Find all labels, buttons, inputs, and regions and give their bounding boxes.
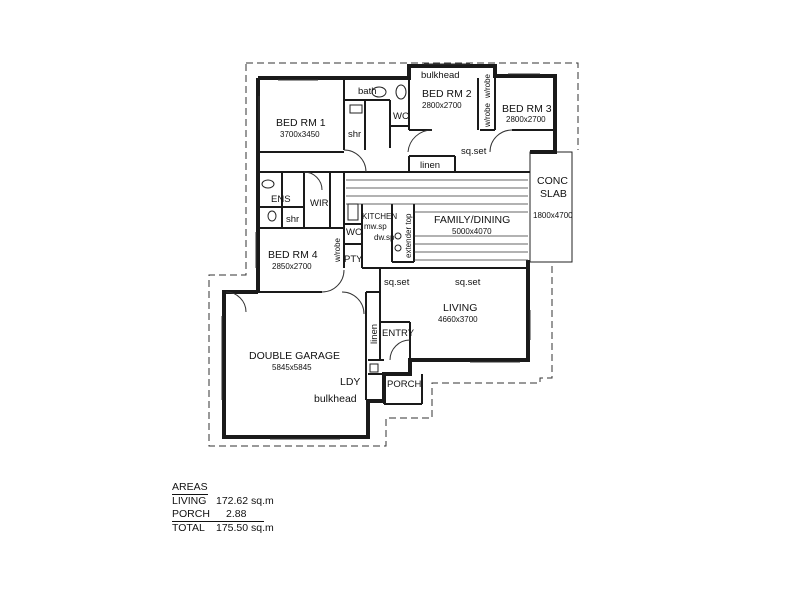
bed3-size: 2800x2700 [506, 115, 546, 124]
wir-label: WIR [310, 198, 329, 209]
wo-label: WO [346, 227, 362, 238]
sqset-living-label: sq.set [455, 277, 481, 288]
bed3-wrobe-label: w/robe [483, 102, 492, 128]
entry-label: ENTRY [382, 328, 415, 339]
sqset-garage-label: sq.set [384, 277, 410, 288]
areas-row-porch: PORCH 2.88 [172, 508, 264, 522]
areas-title: AREAS [172, 481, 208, 495]
bed1-label: BED RM 1 [276, 117, 326, 129]
windows [221, 63, 540, 440]
mwsp-label: mw.sp [364, 222, 387, 231]
bed2-label: BED RM 2 [422, 88, 472, 100]
fixtures [261, 84, 407, 373]
extender-label: extender top [404, 213, 413, 258]
toilet-icon [261, 179, 275, 189]
living-label: LIVING [443, 302, 477, 314]
sqset-hall-label: sq.set [461, 146, 487, 157]
porch-label: PORCH [387, 379, 421, 390]
bed2-wrobe-label: w/robe [483, 73, 492, 99]
dwsp-label: dw.sp [374, 233, 395, 242]
living-size: 4660x3700 [438, 315, 478, 324]
bed2-size: 2800x2700 [422, 101, 462, 110]
roof-outline [208, 62, 579, 447]
toilet-icon [371, 86, 387, 98]
ldy-label: LDY [340, 376, 360, 388]
linen-hall-label: linen [420, 160, 440, 171]
ens-label: ENS [271, 194, 291, 205]
areas-label: PORCH [172, 508, 210, 520]
areas-label: TOTAL [172, 522, 205, 534]
slab-line1: CONC [537, 175, 568, 187]
family-size: 5000x4070 [452, 227, 492, 236]
wc-top-label: WC [393, 111, 409, 122]
slab-size: 1800x4700 [533, 211, 573, 220]
bed4-label: BED RM 4 [268, 249, 318, 261]
family-label: FAMILY/DINING [434, 214, 510, 226]
areas-value: 175.50 sq.m [216, 522, 274, 534]
bulkhead-top-label: bulkhead [421, 70, 460, 81]
linen-entry-label: linen [369, 324, 380, 344]
bed4-size: 2850x2700 [272, 262, 312, 271]
shr-top-label: shr [348, 129, 361, 140]
conc-slab [529, 151, 573, 263]
kitchen-label: KITCHEN [362, 212, 397, 221]
slab-line2: SLAB [540, 188, 567, 200]
pty-label: PTY [344, 254, 363, 265]
toilet-icon [395, 84, 407, 100]
floor-boards [346, 179, 528, 261]
bed1-size: 3700x3450 [280, 130, 320, 139]
areas-table: AREAS LIVING 172.62 sq.m PORCH 2.88 TOTAL 1… [172, 481, 292, 535]
toilet-icon [267, 210, 277, 222]
areas-value: 172.62 sq.m [216, 495, 274, 507]
garage-label: DOUBLE GARAGE [249, 350, 340, 362]
bath-label: bath [358, 86, 377, 97]
bulkhead-garage-label: bulkhead [314, 393, 357, 405]
areas-row-living: LIVING 172.62 sq.m [172, 495, 292, 508]
shr-ens-label: shr [286, 214, 299, 225]
garage-size: 5845x5845 [272, 363, 312, 372]
areas-row-total: TOTAL 175.50 sq.m [172, 522, 292, 535]
door-swings [225, 129, 513, 361]
bed3-label: BED RM 3 [502, 103, 552, 115]
bed4-wrobe-label: w/robe [333, 237, 342, 263]
areas-label: LIVING [172, 495, 207, 507]
areas-value: 2.88 [226, 508, 247, 520]
